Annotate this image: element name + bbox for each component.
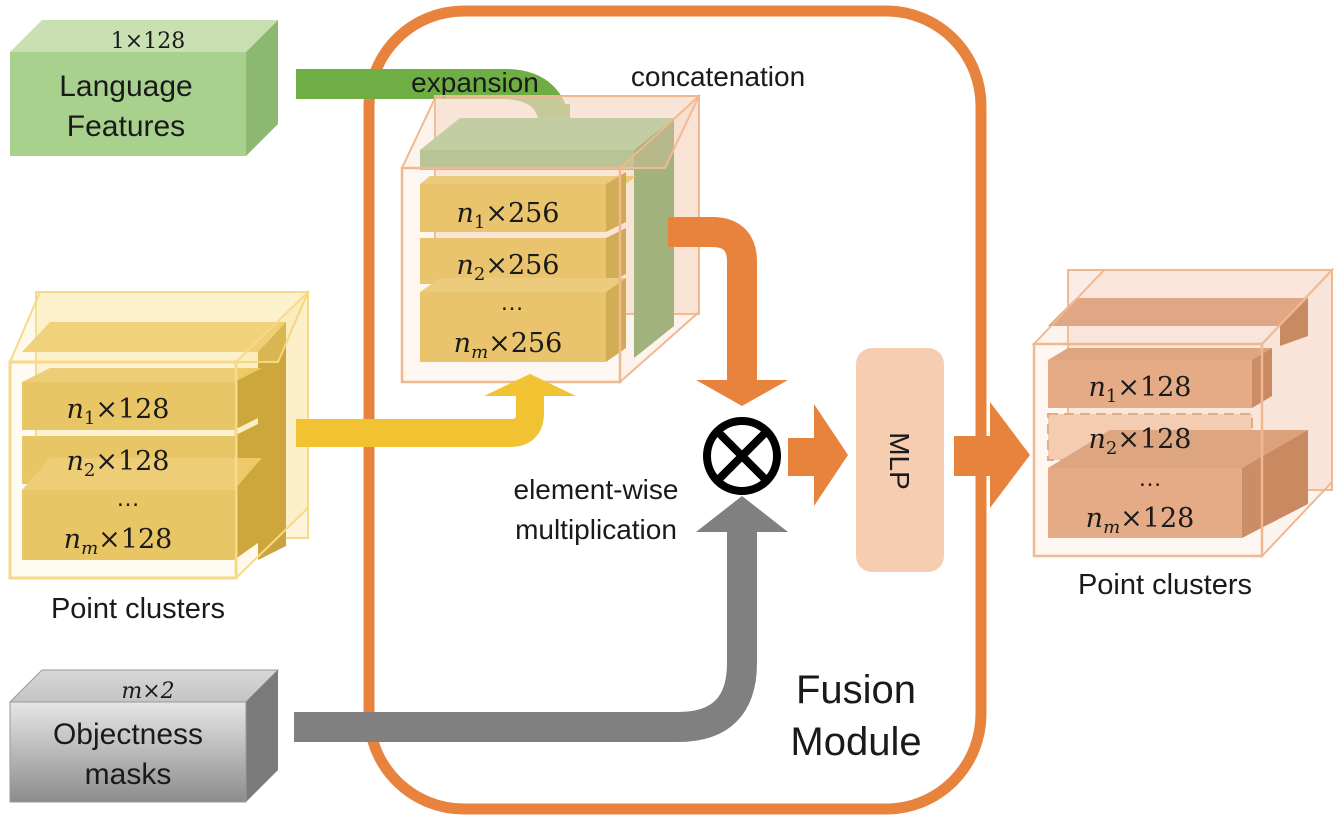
concat-row-m-label: nm×256 bbox=[454, 328, 563, 363]
clusters-to-concat-arrow bbox=[296, 374, 576, 447]
input-clusters-label: Point clusters bbox=[51, 593, 225, 625]
output-ellipsis: … bbox=[1138, 465, 1162, 492]
mlp-label: MLP bbox=[884, 432, 915, 490]
language-features-line2: Features bbox=[67, 110, 185, 143]
multiplication-line1: element-wise bbox=[514, 474, 679, 505]
multiplication-line2: multiplication bbox=[515, 514, 677, 545]
input-row-m bbox=[22, 458, 262, 560]
concatenation-label: concatenation bbox=[631, 61, 805, 92]
language-dim-label: 1×128 bbox=[111, 29, 185, 54]
input-ellipsis: … bbox=[116, 485, 140, 512]
expansion-label: expansion bbox=[411, 67, 539, 98]
concatenation-stack: n1×256 n2×256 … nm×256 bbox=[400, 93, 701, 385]
mlp-to-output-arrow bbox=[954, 402, 1030, 508]
input-row-1 bbox=[22, 368, 262, 430]
concat-row-1-label: n1×256 bbox=[456, 198, 559, 233]
output-row-m bbox=[1048, 430, 1308, 538]
objectness-dim-label: m×2 bbox=[121, 679, 174, 704]
input-point-clusters: n1×128 n2×128 … nm×128 bbox=[8, 289, 310, 581]
language-features-box: 1×128 Language Features bbox=[10, 20, 278, 156]
output-row-m-label: nm×128 bbox=[1086, 503, 1195, 538]
output-row-1 bbox=[1048, 348, 1272, 408]
output-clusters-label: Point clusters bbox=[1078, 569, 1252, 601]
objectness-line2: masks bbox=[85, 758, 172, 791]
output-point-clusters: n1×128 n2×128 … nm×128 bbox=[1031, 267, 1335, 559]
input-row-m-label: nm×128 bbox=[64, 524, 173, 559]
concat-row-2-label: n2×256 bbox=[456, 250, 559, 285]
language-features-line1: Language bbox=[59, 70, 192, 103]
mlp-block: MLP bbox=[856, 348, 944, 572]
concat-ellipsis: … bbox=[500, 289, 524, 316]
fusion-module-line2: Module bbox=[790, 720, 921, 764]
input-row-1-label: n1×128 bbox=[66, 394, 169, 429]
multiply-to-mlp-arrow bbox=[788, 404, 848, 506]
output-row-1-label: n1×128 bbox=[1088, 372, 1191, 407]
fusion-module-line1: Fusion bbox=[796, 668, 916, 712]
input-row-2-label: n2×128 bbox=[66, 446, 169, 481]
fusion-module-frame bbox=[363, 5, 987, 815]
concat-to-multiply-arrow bbox=[668, 217, 788, 406]
objectness-line1: Objectness bbox=[53, 718, 203, 751]
objectness-masks-box: m×2 Objectness masks bbox=[8, 669, 280, 803]
masks-to-multiply-arrow bbox=[294, 496, 788, 742]
output-row-2-label: n2×128 bbox=[1088, 424, 1191, 459]
multiply-icon bbox=[703, 417, 781, 495]
